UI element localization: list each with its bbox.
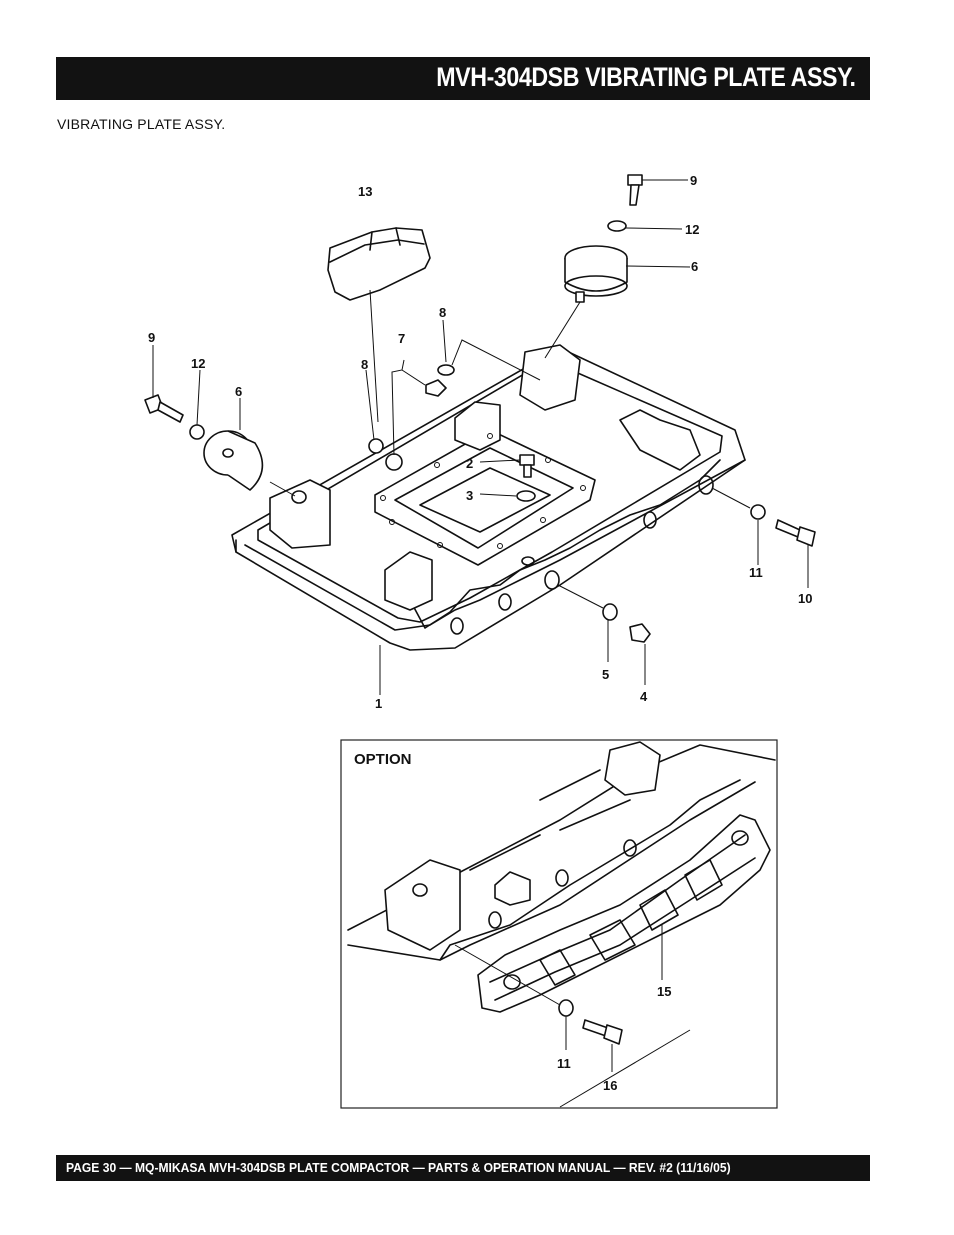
callout-3: 3 xyxy=(466,488,473,503)
footer-bar: PAGE 30 — MQ-MIKASA MVH-304DSB PLATE COM… xyxy=(56,1155,870,1181)
option-label: OPTION xyxy=(354,751,412,768)
callout-4: 4 xyxy=(640,689,648,704)
callout-9-top: 9 xyxy=(690,173,697,188)
side-bolt-right xyxy=(711,487,816,588)
callout-1: 1 xyxy=(375,696,382,711)
page-title: MVH-304DSB VIBRATING PLATE ASSY. xyxy=(436,62,857,92)
callout-15: 15 xyxy=(657,984,671,999)
vibrating-plate-base xyxy=(231,344,746,651)
callout-8-left: 8 xyxy=(361,357,368,372)
rubber-mount-left xyxy=(203,398,296,497)
callout-12-left: 12 xyxy=(191,356,205,371)
title-bar: MVH-304DSB VIBRATING PLATE ASSY. xyxy=(56,57,870,100)
callout-6-left: 6 xyxy=(235,384,242,399)
rubber-mount-right xyxy=(544,245,691,359)
callout-10: 10 xyxy=(798,591,812,606)
callout-6-top: 6 xyxy=(691,259,698,274)
section-subtitle: VIBRATING PLATE ASSY. xyxy=(57,116,226,132)
bolt-top-right xyxy=(627,174,688,206)
footer-text: PAGE 30 — MQ-MIKASA MVH-304DSB PLATE COM… xyxy=(66,1160,731,1175)
callout-11: 11 xyxy=(749,565,763,580)
callout-7: 7 xyxy=(398,331,405,346)
callout-8-top: 8 xyxy=(439,305,446,320)
option-panel: OPTION 15 11 16 xyxy=(340,739,778,1109)
callout-9-left: 9 xyxy=(148,330,155,345)
callout-5: 5 xyxy=(602,667,609,682)
washer-left xyxy=(189,369,205,440)
callout-12-top: 12 xyxy=(685,222,699,237)
bolt-left xyxy=(144,345,184,423)
center-bolt-group xyxy=(479,454,536,502)
nut-washer-group xyxy=(365,319,541,471)
callout-13: 13 xyxy=(358,184,372,199)
cover-part-13 xyxy=(327,227,431,423)
callout-16: 16 xyxy=(603,1078,617,1093)
callout-11-option: 11 xyxy=(557,1056,571,1071)
side-bolt-front xyxy=(379,584,651,695)
callout-2: 2 xyxy=(466,456,473,471)
washer-top-right xyxy=(607,220,683,232)
